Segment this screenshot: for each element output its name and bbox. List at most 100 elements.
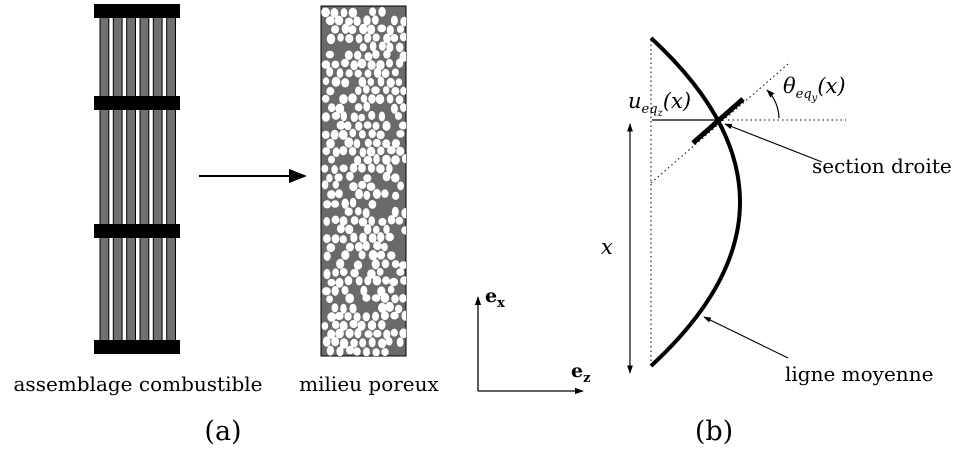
pore [326, 243, 336, 253]
pore [331, 165, 338, 174]
pore [401, 226, 406, 235]
pore [400, 276, 406, 285]
pore [350, 216, 359, 225]
pore [391, 87, 400, 96]
pore [359, 43, 367, 52]
coordinate-axes: ex ez [474, 285, 590, 395]
pore [336, 224, 345, 234]
pore [380, 311, 389, 321]
pore [355, 242, 363, 252]
pore [381, 68, 390, 78]
pore [372, 275, 382, 286]
pore [354, 50, 362, 60]
pore [366, 182, 376, 191]
pore [371, 294, 381, 302]
pore [353, 260, 363, 270]
section-label: section droite [812, 154, 952, 178]
pore [362, 208, 370, 219]
mean-line-curve [649, 36, 742, 368]
pore [368, 216, 376, 227]
pore [354, 155, 362, 166]
theta-eq-label: θeqy(x) [783, 74, 846, 104]
pore [349, 197, 357, 208]
pore [337, 33, 344, 42]
pore [391, 294, 399, 304]
pore [349, 182, 358, 192]
pore [387, 285, 395, 294]
axis-ex-label: ex [485, 285, 505, 311]
pore [335, 328, 344, 339]
pore [383, 50, 391, 59]
pore [340, 303, 347, 314]
pore [355, 207, 362, 216]
pore [335, 277, 344, 288]
pore [355, 86, 362, 95]
pore [345, 69, 353, 78]
pore [376, 164, 385, 174]
pore [390, 311, 399, 320]
fuel-rod [126, 5, 136, 353]
pore [358, 180, 367, 189]
pore [332, 268, 339, 277]
pore [391, 68, 399, 77]
pore [401, 208, 406, 219]
pore [345, 328, 354, 339]
pore [331, 286, 339, 296]
pore [326, 295, 333, 304]
pore [385, 232, 395, 242]
pore [345, 224, 354, 235]
pore [323, 234, 331, 244]
pore [371, 15, 379, 25]
pore [376, 268, 384, 276]
pore [372, 33, 380, 42]
pore [391, 173, 400, 183]
pore [390, 15, 398, 26]
pore [357, 58, 367, 69]
pore [381, 259, 390, 269]
pore [355, 121, 363, 131]
pore [397, 181, 404, 191]
rotation-arc [766, 89, 780, 119]
pore [391, 155, 400, 165]
pore [386, 163, 393, 174]
pore [353, 138, 361, 149]
pore [377, 146, 385, 156]
pore [331, 112, 340, 120]
pore [345, 242, 354, 252]
pore [350, 232, 358, 243]
pore [400, 103, 406, 112]
pore [383, 329, 391, 340]
pore [363, 15, 371, 26]
pore [372, 188, 381, 199]
pore [362, 240, 370, 251]
porous-label: milieu poreux [299, 372, 439, 396]
mean-line-label: ligne moyenne [785, 362, 933, 386]
pore [359, 338, 367, 348]
pore [382, 171, 391, 182]
pore [349, 163, 358, 173]
pore [339, 338, 349, 349]
pore [340, 111, 347, 122]
fuel-rod [139, 5, 150, 353]
pore [339, 94, 348, 104]
pore [382, 86, 390, 95]
pore [345, 34, 354, 44]
pore [350, 112, 358, 122]
pore [345, 17, 353, 26]
pore [373, 225, 380, 234]
pore [332, 147, 340, 158]
pore [368, 200, 377, 209]
pore [386, 77, 395, 88]
pore [401, 154, 406, 164]
pore [394, 112, 402, 120]
pore [322, 336, 331, 347]
pore [348, 93, 357, 104]
pore [390, 34, 399, 42]
pore [396, 58, 404, 68]
pore [331, 336, 340, 347]
pore [368, 233, 377, 244]
pore [330, 129, 339, 140]
pore [391, 206, 399, 218]
